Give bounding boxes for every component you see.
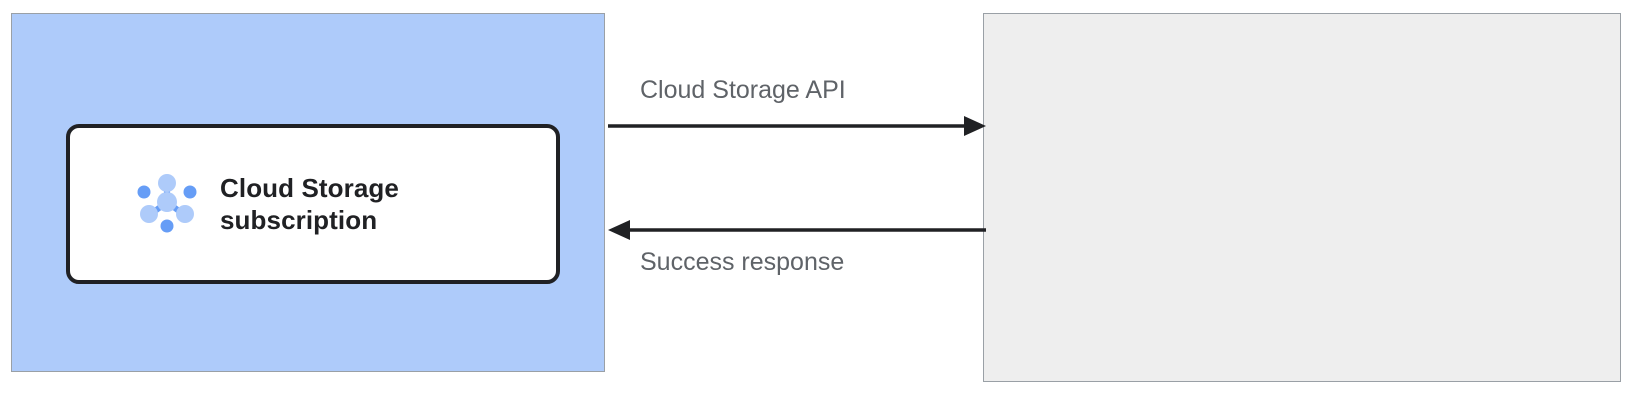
cloud-storage-subscription-icon <box>136 171 198 238</box>
bucket-panel: Cloud Storage bucket <box>983 13 1621 382</box>
cloud-storage-api-label: Cloud Storage API <box>640 76 846 104</box>
subscription-panel: Cloud Storage subscription <box>11 13 605 372</box>
cloud-storage-subscription-card[interactable]: Cloud Storage subscription <box>66 124 560 284</box>
success-response-label: Success response <box>640 248 845 276</box>
cloud-storage-subscription-label: Cloud Storage subscription <box>220 172 399 236</box>
cloud-storage-api-arrow <box>608 108 986 144</box>
success-response-arrow <box>608 212 986 248</box>
